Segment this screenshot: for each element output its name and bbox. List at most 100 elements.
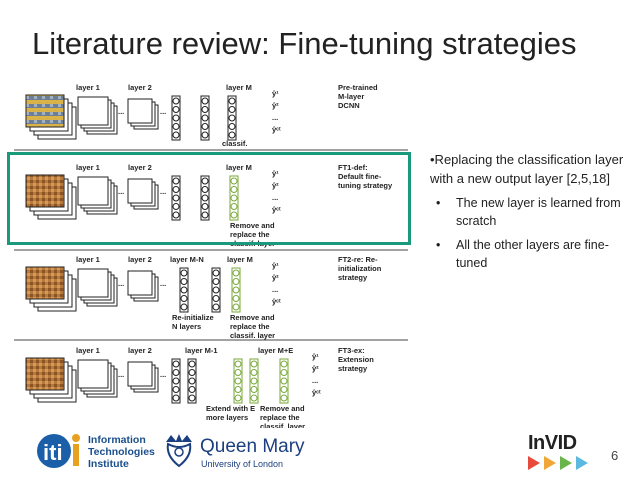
neuron-circle [201, 211, 209, 219]
neuron-circle [172, 386, 180, 393]
strategy-label: tuning strategy [338, 181, 393, 190]
neuron-circle [201, 114, 209, 122]
ellipsis-label: ... [118, 370, 124, 379]
neuron-circle [188, 394, 196, 402]
neuron-circle [188, 369, 196, 376]
neuron-circle [172, 114, 180, 122]
note-label: more layers [206, 413, 248, 422]
ellipsis-label: ... [160, 107, 166, 116]
invid-play-icons [528, 456, 588, 470]
layer-label: layer 2 [128, 346, 152, 355]
layer-column [279, 358, 289, 404]
layer-label: layer M [226, 163, 252, 172]
neuron-circle [228, 97, 236, 105]
feature-map [77, 359, 109, 389]
neuron-circle [180, 303, 188, 311]
highlight-box-ft1 [7, 152, 411, 245]
neuron-circle [180, 286, 188, 294]
layer-label: layer 2 [128, 83, 152, 92]
neuron-circle [172, 97, 180, 105]
neuron-circle [234, 394, 242, 402]
strategy-label: M-layer [338, 92, 364, 101]
neuron-circle [172, 106, 180, 113]
neuron-circle [180, 278, 188, 285]
feature-map [127, 270, 153, 296]
layer-column [200, 95, 210, 141]
layer-label: layer M [226, 83, 252, 92]
neuron-circle [201, 131, 209, 139]
neuron-circle [250, 394, 258, 402]
layer-column [211, 267, 221, 313]
iti-text-line: Information [88, 434, 146, 446]
neuron-circle [232, 278, 240, 285]
output-label: ŷ² [272, 101, 279, 110]
note-label: classif. layer [260, 422, 305, 428]
output-label: ŷᶜᵗ [272, 125, 281, 134]
neuron-circle [230, 177, 238, 185]
neuron-circle [212, 295, 220, 302]
note-label: replace the [260, 413, 300, 422]
output-label: ŷ¹ [272, 261, 279, 270]
neuron-circle [250, 369, 258, 376]
output-label: ŷ² [272, 273, 279, 282]
neuron-circle [180, 269, 188, 277]
ellipsis-label: ... [160, 370, 166, 379]
neuron-circle [180, 295, 188, 302]
layer-label: layer 1 [76, 163, 100, 172]
neuron-circle [172, 377, 180, 385]
strategy-label: strategy [338, 364, 368, 373]
note-label: replace the [230, 230, 270, 239]
slide-title: Literature review: Fine-tuning strategie… [32, 26, 577, 61]
fine-tuning-diagram: ...... layer 1 layer 2 layer M ŷ¹ ŷ²... ŷᶜᵗ cla… [14, 83, 408, 428]
layer-column [171, 95, 181, 141]
layer-label: layer 1 [76, 83, 100, 92]
feature-map [77, 176, 109, 206]
footer-logos: iti Information Technologies Institute Q… [0, 428, 638, 478]
bullet-panel: •Replacing the classification layer with… [430, 150, 625, 278]
output-label: ŷ¹ [312, 352, 319, 361]
neuron-circle [172, 177, 180, 185]
layer-label: layer M-N [170, 255, 204, 264]
layer-label: layer 1 [76, 255, 100, 264]
feature-map [77, 268, 109, 298]
note-label: Extend with E [206, 404, 255, 413]
feature-map [127, 178, 153, 204]
layer-column [200, 175, 210, 221]
queen-mary-crest-icon [166, 434, 192, 468]
neuron-circle [172, 203, 180, 210]
output-label: ... [272, 193, 278, 202]
layer-column [179, 267, 189, 313]
ellipsis-label: ... [118, 107, 124, 116]
ellipsis-label: ... [160, 187, 166, 196]
layer-column [233, 358, 243, 404]
layer-label: layer M [227, 255, 253, 264]
main-bullet: •Replacing the classification layer with… [430, 152, 624, 186]
output-label: ŷ² [272, 181, 279, 190]
output-label: ... [272, 285, 278, 294]
sub-bullet-item: All the other layers are fine-tuned [430, 236, 625, 272]
output-label: ŷᶜᵗ [272, 297, 281, 306]
neuron-circle [201, 123, 209, 130]
feature-map [25, 266, 65, 300]
neuron-circle [234, 369, 242, 376]
layer-column [171, 175, 181, 221]
neuron-circle [280, 377, 288, 385]
neuron-circle [172, 369, 180, 376]
layer-column [227, 95, 237, 141]
strategy-label: Extension [338, 355, 374, 364]
neuron-circle [250, 377, 258, 385]
neuron-circle [230, 186, 238, 193]
output-label: ŷ² [312, 364, 319, 373]
layer-column [187, 358, 197, 404]
strategy-label: Default fine- [338, 172, 382, 181]
neuron-circle [201, 106, 209, 113]
neuron-circle [188, 377, 196, 385]
neuron-circle [232, 269, 240, 277]
iti-text-line: Institute [88, 458, 129, 470]
strategy-label: DCNN [338, 101, 360, 110]
neuron-circle [172, 186, 180, 193]
neuron-circle [201, 203, 209, 210]
neuron-circle [201, 186, 209, 193]
sub-bullet-list: The new layer is learned from scratch Al… [430, 194, 625, 272]
neuron-circle [172, 131, 180, 139]
